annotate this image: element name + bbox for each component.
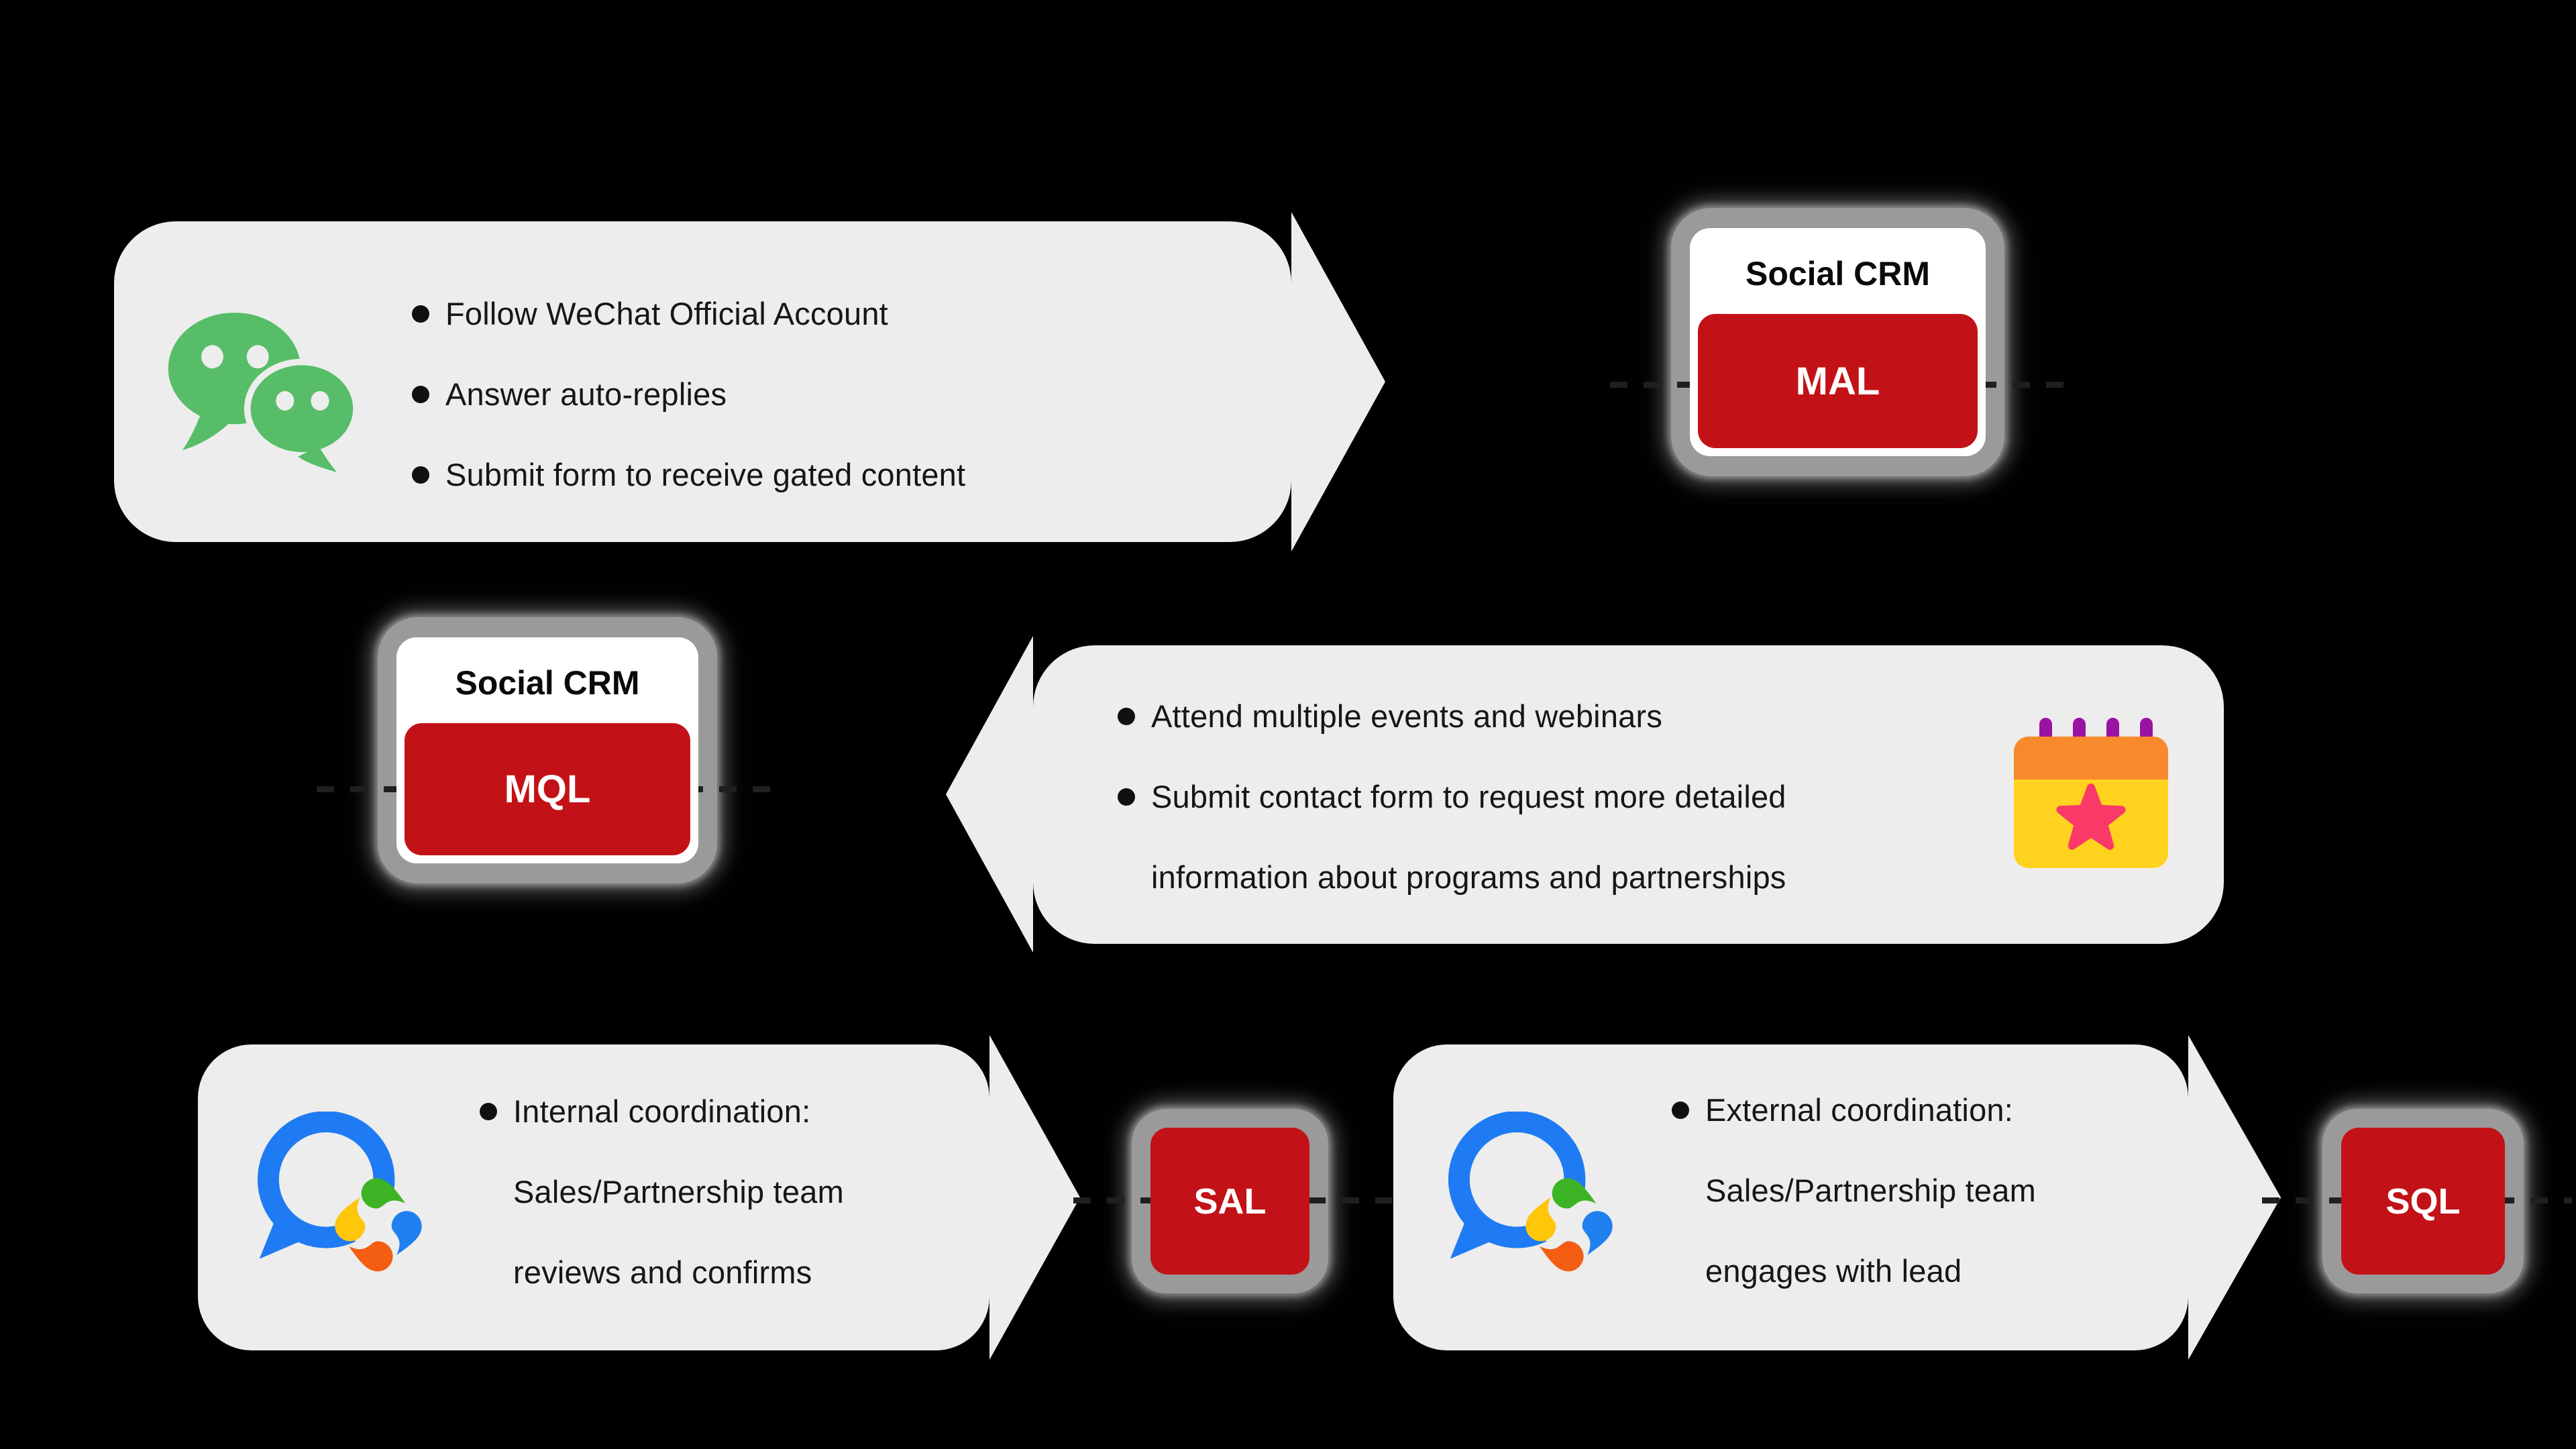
card-label: Social CRM — [455, 664, 640, 702]
bullet-line: Answer auto-replies — [412, 354, 965, 435]
stage-badge: MQL — [405, 723, 690, 855]
panel-events-engagement: Attend multiple events and webinars Subm… — [946, 636, 2224, 953]
stage-badge: MAL — [1698, 314, 1978, 448]
wecom-icon — [257, 1112, 423, 1272]
bullet-line: Internal coordination: — [480, 1071, 844, 1152]
list-item: External coordination: Sales/Partnership… — [1672, 1070, 2036, 1311]
bullet-line: Sales/Partnership team — [1705, 1173, 2036, 1208]
wecom-icon — [1448, 1112, 1614, 1272]
bullet-line: Attend multiple events and webinars — [1118, 676, 1786, 757]
stage-badge: SAL — [1150, 1128, 1309, 1275]
stage-card-sal: SAL — [1132, 1109, 1328, 1293]
list-item: Internal coordination: Sales/Partnership… — [480, 1071, 844, 1313]
panel-body — [1393, 1044, 2188, 1350]
bullet-line: Submit contact form to request more deta… — [1118, 757, 1786, 837]
stage-badge: SQL — [2341, 1128, 2505, 1275]
panel-body — [198, 1044, 989, 1350]
card-label: Social CRM — [1745, 255, 1931, 292]
bullet-line: engages with lead — [1705, 1253, 1962, 1289]
social-crm-card: Social CRM MAL — [1690, 228, 1986, 456]
list-item: Answer auto-replies — [412, 354, 965, 435]
stage-card-sql: SQL — [2322, 1109, 2524, 1293]
bullet-line: information about programs and partnersh… — [1151, 859, 1786, 895]
arrow-tip-right-icon — [1291, 212, 1385, 551]
bullet-line: Follow WeChat Official Account — [412, 274, 965, 354]
wechat-icon — [168, 313, 359, 472]
star-icon — [2056, 784, 2126, 850]
stage-card-mql: Social CRM MQL — [378, 617, 717, 883]
arrow-tip-left-icon — [946, 636, 1033, 953]
bullet-line: reviews and confirms — [513, 1254, 812, 1290]
social-crm-card: Social CRM MQL — [396, 637, 698, 863]
calendar-icon — [2014, 718, 2168, 868]
list-item: Submit contact form to request more deta… — [1118, 757, 1786, 918]
panel-wechat-acquisition: Follow WeChat Official Account Answer au… — [114, 212, 1385, 551]
panel-external-coordination: External coordination: Sales/Partnership… — [1393, 1035, 2281, 1360]
list-item: Follow WeChat Official Account — [412, 274, 965, 354]
stage-card-mal: Social CRM MAL — [1671, 208, 2004, 476]
bullet-line: Submit form to receive gated content — [412, 435, 965, 515]
list-item: Submit form to receive gated content — [412, 435, 965, 515]
list-item: Attend multiple events and webinars — [1118, 676, 1786, 757]
panel-internal-coordination: Internal coordination: Sales/Partnership… — [198, 1035, 1080, 1360]
arrow-tip-right-icon — [989, 1035, 1080, 1360]
bullet-line: Sales/Partnership team — [513, 1174, 844, 1210]
bullet-line: External coordination: — [1672, 1070, 2036, 1150]
